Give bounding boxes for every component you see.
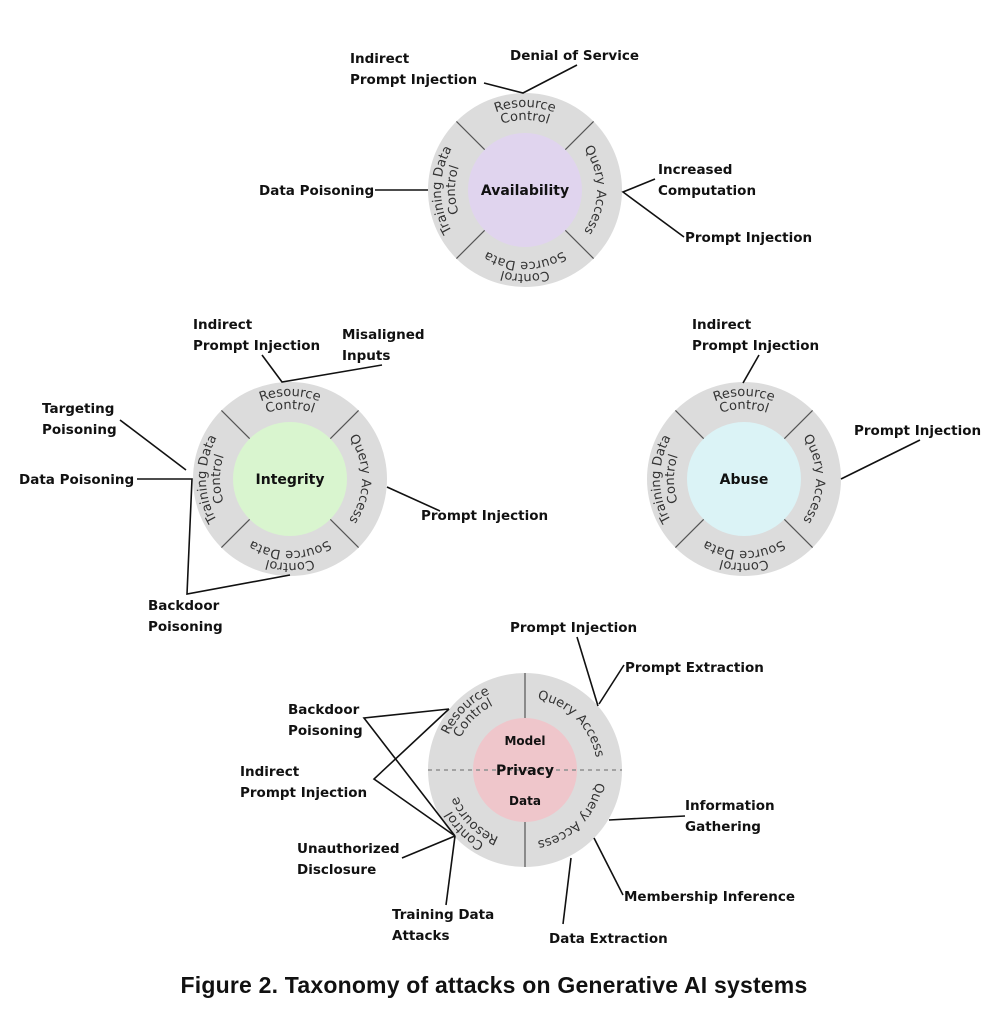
availability-title: Availability	[481, 183, 569, 199]
privacy-attack-labels: Prompt Injection Prompt Extraction Backd…	[240, 620, 795, 947]
figure-caption: Figure 2. Taxonomy of attacks on Generat…	[180, 972, 808, 998]
connector-line	[445, 835, 456, 906]
connector-line	[372, 708, 456, 837]
segment-divider	[329, 518, 360, 549]
availability-core	[468, 133, 582, 247]
privacy-title: Privacy	[496, 763, 554, 779]
segment-label-resource-control: Resource	[711, 385, 776, 405]
connector-line	[562, 857, 572, 925]
abuse-connectors	[742, 354, 921, 480]
connector-line	[362, 708, 456, 837]
segment-divider	[220, 409, 251, 440]
segment-label-resource-control: Resource	[257, 385, 322, 405]
connector-line	[621, 178, 685, 238]
availability-connectors	[375, 64, 685, 238]
segment-divider	[674, 518, 705, 549]
privacy-model-label: Model	[504, 734, 545, 748]
attack-label-data-poisoning: Data Poisoning	[19, 472, 134, 488]
segment-divider	[564, 229, 595, 260]
integrity-core	[233, 422, 347, 536]
attack-label-membership-inference: Membership Inference	[624, 889, 795, 905]
connector-line	[261, 354, 383, 383]
segment-divider	[783, 409, 814, 440]
connector-line	[483, 64, 578, 94]
segment-label-resource-control: Resource	[492, 96, 557, 116]
attack-label-denial-of-service: Denial of Service	[510, 48, 639, 64]
segment-divider	[783, 518, 814, 549]
connector-line	[119, 419, 187, 471]
connector-line	[742, 354, 760, 384]
segment-divider	[329, 409, 360, 440]
segment-divider	[455, 120, 486, 151]
connector-line	[386, 486, 441, 512]
integrity-title: Integrity	[256, 472, 325, 488]
connector-line	[401, 835, 456, 859]
attack-label-data-poisoning: Data Poisoning	[259, 183, 374, 199]
segment-divider	[455, 229, 486, 260]
segment-divider	[674, 409, 705, 440]
privacy-connectors	[362, 636, 686, 925]
abuse-core	[687, 422, 801, 536]
attack-label-prompt-injection: Prompt Injection	[685, 230, 812, 246]
attack-label-prompt-injection: Prompt Injection	[421, 508, 548, 524]
attack-label-prompt-extraction: Prompt Extraction	[625, 660, 764, 676]
segment-divider	[220, 518, 251, 549]
attack-label-prompt-injection: Prompt Injection	[510, 620, 637, 636]
privacy-data-label: Data	[509, 794, 541, 808]
integrity-connectors	[119, 354, 441, 595]
connector-line	[840, 439, 921, 480]
segment-divider	[564, 120, 595, 151]
attack-label-data-extraction: Data Extraction	[549, 931, 668, 947]
attack-label-prompt-injection: Prompt Injection	[854, 423, 981, 439]
connector-line	[137, 478, 291, 595]
connector-line	[593, 837, 624, 896]
connector-line	[598, 664, 625, 705]
connector-line	[608, 815, 686, 821]
connector-line	[576, 636, 599, 707]
abuse-title: Abuse	[720, 472, 769, 488]
